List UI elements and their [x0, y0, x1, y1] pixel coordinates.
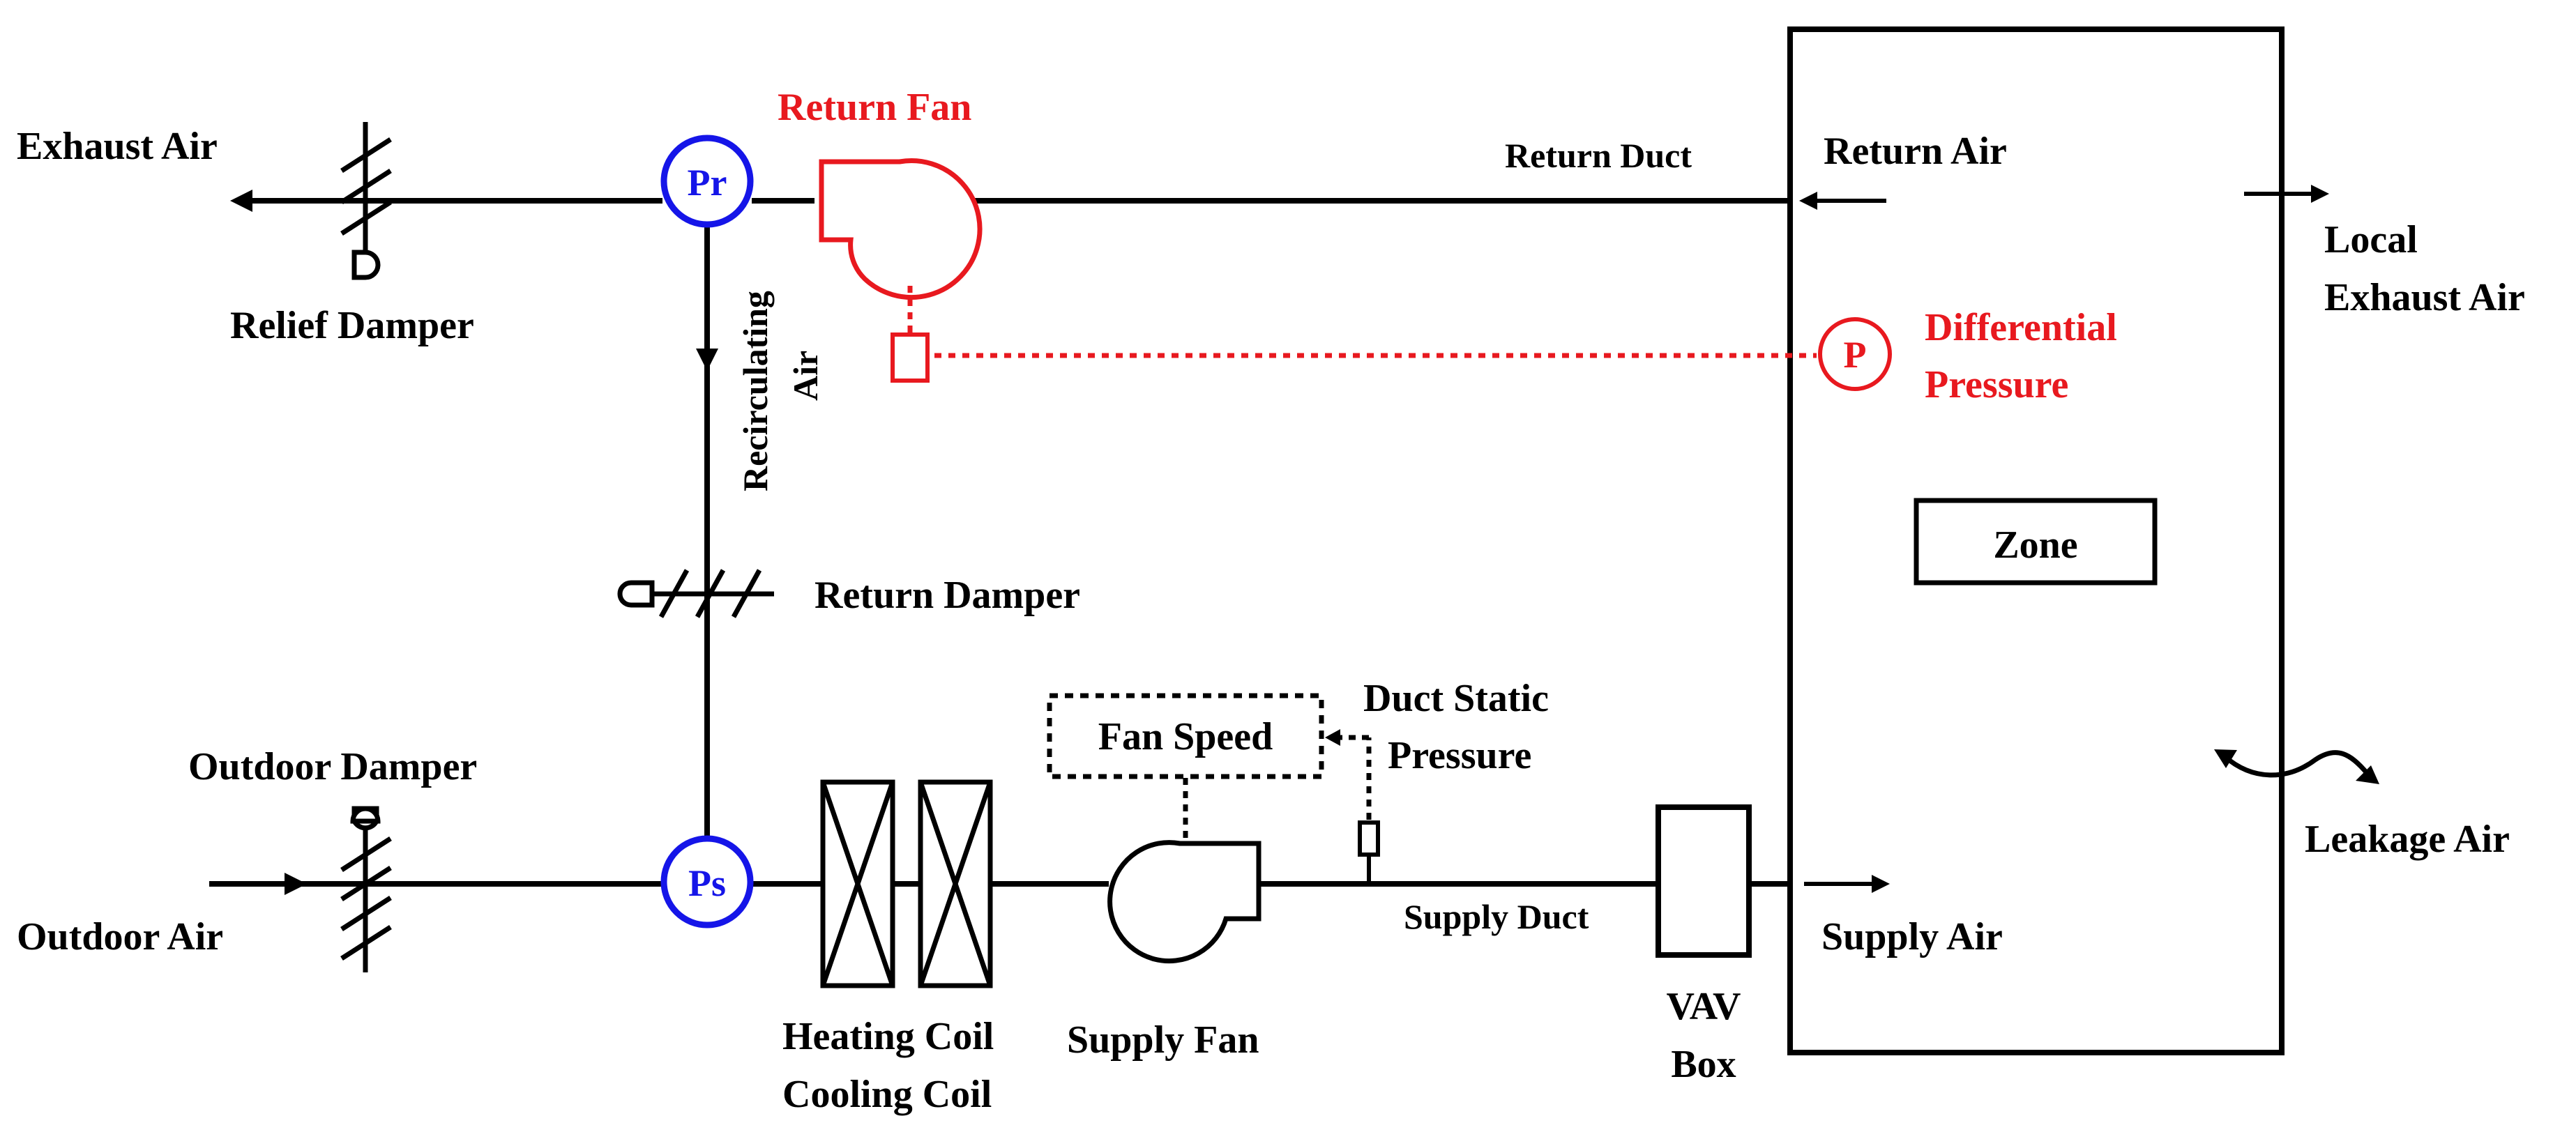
differential-label: Differential	[1925, 306, 2117, 349]
outdoor-air-label: Outdoor Air	[17, 915, 223, 958]
zone-label: Zone	[1993, 523, 2077, 567]
differential-pressure-sensor	[1818, 317, 1892, 391]
cooling-coil	[918, 779, 993, 988]
zone-box	[1914, 498, 2158, 586]
relief-damper	[340, 122, 392, 280]
local-exhaust-arrow-icon	[2311, 185, 2329, 203]
ps-sensor-label: Ps	[688, 862, 726, 904]
heating-coil-label: Heating Coil	[782, 1015, 994, 1058]
supply-duct-label: Supply Duct	[1404, 897, 1589, 936]
vav-box	[1656, 804, 1752, 958]
local-label: Local	[2324, 218, 2418, 261]
cooling-coil-label: Cooling Coil	[782, 1073, 992, 1116]
supply-air-arrow-icon	[1872, 875, 1890, 893]
supply-fan-icon	[1107, 840, 1262, 964]
duct-static-label: Duct Static	[1363, 677, 1549, 720]
box-label: Box	[1671, 1043, 1736, 1086]
supply-fan-label: Supply Fan	[1067, 1018, 1259, 1062]
outdoor-damper-label: Outdoor Damper	[188, 745, 477, 788]
recirculating-air-label: Air	[786, 351, 825, 401]
local-exhaust-air-label: Exhaust Air	[2324, 276, 2525, 319]
differential-pressure-sensor-label: P	[1844, 334, 1867, 376]
exhaust-arrow-icon	[230, 190, 252, 212]
vav-label: VAV	[1667, 985, 1741, 1028]
pressure-label: Pressure	[1925, 363, 2068, 406]
pr-sensor	[660, 135, 754, 228]
duct-static-arrow-icon	[1325, 729, 1340, 746]
return-air-arrow-icon	[1799, 192, 1817, 210]
fan-speed-label: Fan Speed	[1098, 715, 1273, 758]
return-fan-label: Return Fan	[778, 86, 971, 129]
leakage-air-icon	[2222, 750, 2370, 778]
recirculating-label: Recirculating	[736, 291, 775, 491]
outdoor-damper	[340, 806, 392, 972]
duct-static-pressure-label: Pressure	[1388, 734, 1531, 777]
duct-static-sensor	[1358, 820, 1380, 857]
relief-damper-label: Relief Damper	[230, 304, 474, 347]
return-fan-controller	[891, 332, 930, 383]
zone-building-outline	[1787, 26, 2285, 1055]
leakage-air-arrow-right-icon	[2356, 765, 2379, 784]
supply-air-label: Supply Air	[1821, 915, 2003, 958]
pr-sensor-label: Pr	[688, 162, 727, 204]
recirculating-arrow-icon	[696, 349, 718, 371]
return-air-label: Return Air	[1824, 130, 2007, 173]
return-fan-icon	[819, 158, 983, 300]
leakage-air-arrow-left-icon	[2214, 749, 2237, 768]
return-damper	[617, 569, 774, 618]
return-damper-label: Return Damper	[815, 574, 1080, 617]
heating-coil	[820, 779, 895, 988]
exhaust-air-label: Exhaust Air	[17, 125, 218, 168]
fan-speed-box	[1047, 693, 1324, 779]
leakage-air-label: Leakage Air	[2305, 818, 2510, 861]
ps-sensor	[660, 835, 754, 928]
outdoor-air-arrow-icon	[285, 873, 307, 895]
return-duct-label: Return Duct	[1505, 136, 1692, 175]
